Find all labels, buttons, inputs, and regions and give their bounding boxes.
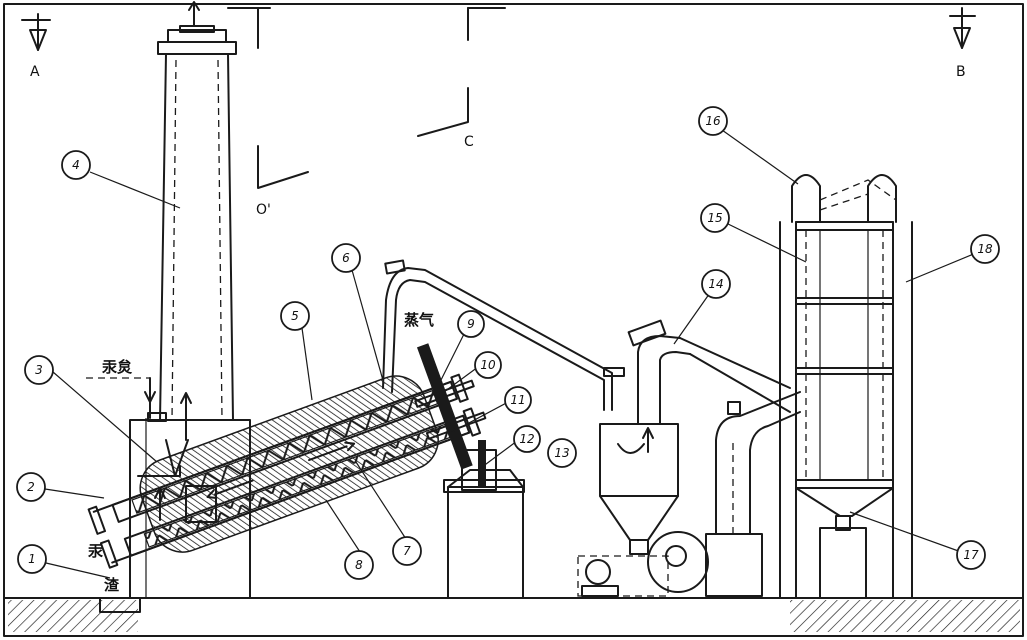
drawing-frame — [3, 3, 1024, 637]
ground — [3, 597, 1024, 632]
callout-4: 4 — [61, 150, 91, 180]
section-mark-b — [949, 7, 976, 49]
label-mercury: 汞 — [88, 542, 104, 560]
condenser-tower — [779, 174, 913, 599]
label-vapor: 蒸气 — [404, 311, 434, 329]
svg-text:17: 17 — [963, 548, 979, 562]
riser-pipe — [715, 391, 801, 535]
svg-text:15: 15 — [707, 211, 722, 225]
callout-8: 8 — [344, 550, 374, 580]
chimney — [157, 1, 237, 421]
callout-6: 6 — [331, 243, 361, 273]
drive-motor — [461, 440, 497, 491]
label-mercury-soot: 汞炱 — [102, 358, 133, 376]
svg-text:16: 16 — [705, 114, 721, 128]
cyclone-separator — [599, 319, 791, 555]
callout-13: 13 — [547, 438, 577, 468]
callout-12: 12 — [513, 425, 541, 453]
leader-lines — [44, 129, 977, 579]
vapor-pipe — [382, 259, 625, 411]
callout-17: 17 — [956, 540, 986, 570]
rotary-kiln — [87, 343, 487, 569]
callout-10: 10 — [474, 351, 502, 379]
callout-7: 7 — [392, 536, 422, 566]
svg-text:5: 5 — [291, 309, 299, 323]
callout-5: 5 — [280, 301, 310, 331]
section-mark-a — [21, 13, 51, 51]
fan-blower — [577, 531, 763, 597]
svg-text:12: 12 — [519, 432, 534, 446]
callout-11: 11 — [504, 386, 532, 414]
section-label-b: B — [956, 64, 966, 80]
callout-9: 9 — [457, 310, 485, 338]
section-label-o: O' — [256, 202, 271, 218]
svg-text:2: 2 — [27, 480, 35, 494]
svg-text:13: 13 — [554, 446, 569, 460]
svg-text:3: 3 — [35, 363, 43, 377]
svg-text:10: 10 — [480, 358, 496, 372]
callout-3: 3 — [24, 355, 54, 385]
callout-18: 18 — [970, 234, 1000, 264]
callout-1: 1 — [17, 544, 47, 574]
svg-text:4: 4 — [72, 158, 80, 172]
callout-14: 14 — [701, 269, 731, 299]
svg-text:14: 14 — [708, 277, 723, 291]
label-slag: 渣 — [104, 576, 120, 594]
section-label-a: A — [30, 64, 40, 80]
feed-chute — [137, 465, 217, 523]
svg-text:7: 7 — [403, 544, 411, 558]
svg-text:9: 9 — [467, 317, 475, 331]
section-mark-o — [227, 7, 309, 189]
section-label-c: C — [464, 134, 474, 150]
mercury-soot-arrow — [144, 377, 156, 403]
svg-text:8: 8 — [355, 558, 363, 572]
callout-15: 15 — [700, 203, 730, 233]
section-mark-c — [417, 7, 506, 137]
svg-text:11: 11 — [510, 393, 525, 407]
svg-text:18: 18 — [977, 242, 993, 256]
svg-text:1: 1 — [28, 552, 36, 566]
callout-2: 2 — [16, 472, 46, 502]
callout-16: 16 — [698, 106, 728, 136]
svg-text:6: 6 — [342, 251, 350, 265]
